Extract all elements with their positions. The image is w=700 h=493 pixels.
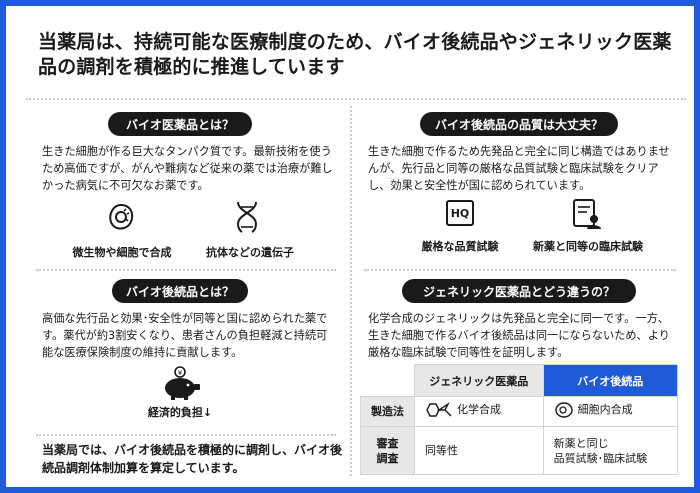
table-row: 審査 調査 同等性 新薬と同じ 品質試験･臨床試験 [360, 426, 679, 475]
generic-review-cell: 同等性 [414, 426, 544, 475]
center-divider [350, 106, 352, 476]
generic-heading: ジェネリック医薬品とどう違うの？ [402, 279, 636, 303]
row-label-review-line-2: 調査 [376, 451, 399, 465]
quality-body: 生きた細胞で作るため先発品と完全に同じ構造ではありませんが、先行品と同等の厳格な… [368, 145, 670, 192]
svg-text:¥: ¥ [178, 369, 183, 377]
dna-icon [236, 201, 258, 233]
biologic-body: 生きた細胞が作る巨大なタンパク質です。最新技術を使うため高価ですが、がんや難病な… [42, 145, 333, 192]
cell-icon [109, 203, 134, 230]
biosimilar-body: 高価な先行品と効果･安全性が同等と国に認められた薬です。薬代が約3割安くなり、患… [42, 312, 328, 359]
left-bottom-divider [36, 434, 336, 436]
bio-review-line-2: 品質試験･臨床試験 [553, 451, 648, 465]
row-label-manufacturing: 製造法 [360, 396, 415, 427]
top-divider [26, 98, 686, 100]
quality-caption-1: 厳格な品質試験 [421, 240, 499, 253]
cell-small-icon [554, 401, 573, 418]
clinical-document-icon [573, 199, 601, 229]
bio-review-cell: 新薬と同じ 品質試験･臨床試験 [542, 426, 679, 475]
left-mid-divider [36, 269, 336, 271]
table-row: 製造法 化学合成 細胞内合成 [360, 396, 679, 427]
right-mid-divider [364, 269, 676, 271]
biologic-caption-2: 抗体などの遺伝子 [206, 246, 294, 259]
biosimilar-heading: バイオ後続品とは？ [112, 279, 248, 303]
table-header-biosimilar: バイオ後続品 [542, 364, 679, 397]
table-corner [360, 364, 415, 397]
biosimilar-caption: 経済的負担↓ [147, 406, 213, 419]
bio-review-line-1: 新薬と同じ [553, 436, 609, 450]
piggy-bank-icon: ¥ [165, 366, 200, 400]
generic-manufacturing-text: 化学合成 [457, 403, 501, 416]
row-label-review: 審査 調査 [360, 426, 415, 475]
bio-manufacturing-cell: 細胞内合成 [542, 396, 679, 427]
generic-manufacturing-cell: 化学合成 [414, 396, 544, 427]
generic-body: 化学合成のジェネリックは先発品と完全に同一です。一方、生きた細胞で作るバイオ後続… [368, 312, 670, 359]
biologic-heading: バイオ医薬品とは？ [108, 112, 252, 136]
quality-heading: バイオ後続品の品質は大丈夫？ [420, 112, 618, 136]
page-title: 当薬局は、持続可能な医療制度のため、バイオ後続品やジェネリック医薬品の調剤を積極… [38, 31, 672, 78]
row-label-review-line-1: 審査 [376, 436, 399, 450]
hq-badge-icon: HQ [446, 200, 474, 226]
quality-caption-2: 新薬と同等の臨床試験 [533, 240, 643, 253]
comparison-table: ジェネリック医薬品 バイオ後続品 製造法 化学合成 [360, 364, 679, 475]
bio-manufacturing-text: 細胞内合成 [577, 403, 633, 416]
table-header-generic: ジェネリック医薬品 [414, 364, 544, 397]
biologic-caption-1: 微生物や細胞で合成 [72, 246, 172, 259]
molecule-icon [426, 401, 452, 417]
closing-statement: 当薬局では、バイオ後続品を積極的に調剤し、バイオ後続品調剤体制加算を算定していま… [42, 443, 343, 475]
